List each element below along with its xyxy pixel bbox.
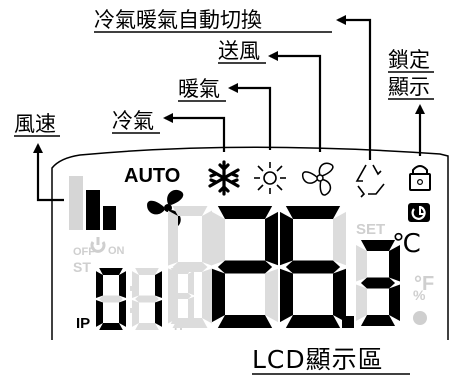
segment-f-off [212,211,225,266]
recycle-icon [355,164,385,198]
lcd-panel-outline [51,146,449,340]
segment-e-on [212,268,225,323]
segment-c-off [265,268,278,323]
segment-g-off [99,295,123,303]
label-auto-switch: 冷氣暖氣自動切換 [94,8,262,32]
segment-f-off [356,244,367,282]
segment-d-on [99,323,123,330]
sun-icon [254,162,286,194]
segment-e-off [168,268,178,324]
segment-c-on [333,268,346,323]
temperature-digits [168,206,400,328]
ghost-off: OFF [73,246,95,258]
segment-g-off [172,262,208,272]
segment-c-on [155,299,162,327]
segment-a-on [217,206,273,219]
arrow-auto-switch [336,15,372,160]
arrow-fan [268,51,322,152]
ghost-percent: % [413,287,426,303]
segment-g-on [285,260,341,274]
segment-c-off [188,296,194,322]
ghost-on: ON [108,245,125,257]
segment-f-on [96,271,103,299]
segment-d-on [217,315,273,328]
segment-b-on [389,244,400,282]
timer-colon-bottom [130,308,135,313]
segment-e-off [356,284,367,322]
ghost-st: ST [73,259,91,275]
mode-auto-text: AUTO [124,165,180,187]
segment-c-on [389,284,400,322]
segment-g-on [217,260,273,274]
segment-a-on [285,206,341,219]
ghost-set: SET [356,221,385,238]
segment-e-on [96,299,103,327]
label-cool: 冷氣 [112,109,154,133]
label-lcd-display: LCD顯示區 [252,345,384,374]
segment-b-on [119,271,126,299]
power-icon-ghost [90,237,106,253]
arrow-cool [163,113,226,152]
segment-a-off [135,268,159,275]
clock-icon [408,203,430,222]
segment-f-off [132,271,139,299]
arrow-heat [228,83,272,150]
segment-c-off [202,268,212,324]
arrow-wind-speed [33,143,64,202]
segment-b-off [202,210,212,266]
timer-colon-top [130,286,135,291]
segment-a-off [172,206,208,216]
segment-d-off [172,318,208,328]
segment-f-on [280,211,293,266]
ghost-fahrenheit: °F [414,273,434,295]
label-lock-line1: 鎖定 [388,48,430,72]
segment-g-on [360,277,396,289]
segment-e-on [280,268,293,323]
segment-c-on [119,299,126,327]
segment-b-on [265,211,278,266]
ghost-dot-icon [413,311,427,325]
segment-b-off [333,211,346,266]
segment-b-off [188,270,194,296]
wind-speed-bars-icon [69,176,116,230]
segment-b-on [155,271,162,299]
label-lock-line2: 顯示 [388,75,430,99]
fan-icon [301,162,334,196]
segment-a-on [360,240,396,251]
segment-a-on [99,268,123,275]
label-heat: 暖氣 [178,77,220,101]
segment-g-off [135,295,159,303]
segment-d-on [285,315,341,328]
ip-label: IP [76,315,90,332]
snowflake-icon [208,160,240,196]
label-fan: 送風 [218,39,260,63]
segment-d-on [360,315,396,326]
segment-e-off [132,299,139,327]
lock-icon [409,165,431,191]
segment-d-off [135,323,159,330]
segment-f-off [168,210,178,266]
decimal-point [342,316,354,328]
label-wind-speed: 風速 [14,112,56,136]
